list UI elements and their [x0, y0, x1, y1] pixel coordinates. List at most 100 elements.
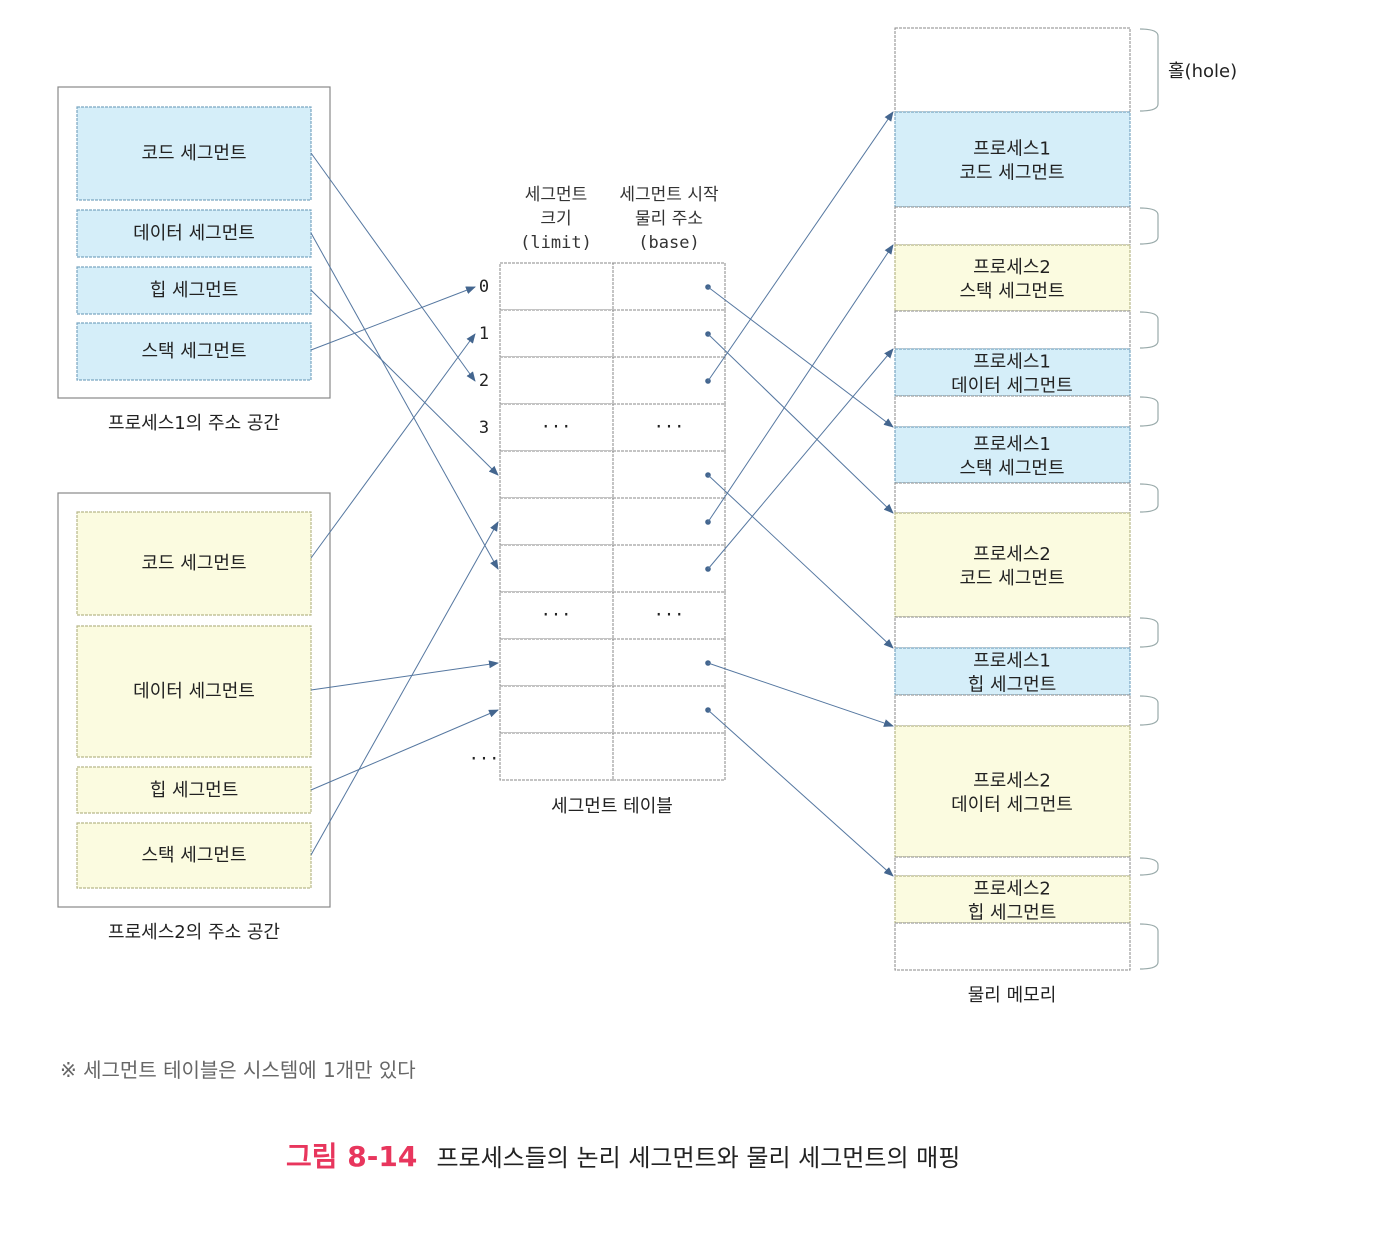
row-index-2: 2 — [479, 371, 489, 391]
hole-brace — [1139, 617, 1159, 648]
process2-title: 프로세스2의 주소 공간 — [108, 922, 280, 943]
memory-block-process: 프로세스1 — [973, 352, 1051, 373]
limit-cell — [499, 497, 614, 546]
memory-block-segment: 데이터 세그먼트 — [951, 376, 1073, 397]
hole-brace — [1139, 857, 1159, 876]
segment-table: 세그먼트 크기 (limit) 세그먼트 시작 물리 주소 (base) 0 1… — [469, 185, 726, 817]
memory-hole — [894, 395, 1131, 428]
caption-text: 프로세스들의 논리 세그먼트와 물리 세그먼트의 매핑 — [436, 1144, 960, 1172]
arrow-row-5-to-mem-1 — [707, 244, 894, 523]
hole-brace — [1139, 483, 1159, 513]
p2-code-segment — [76, 511, 312, 616]
base-cell — [612, 591, 726, 640]
memory-block — [894, 348, 1131, 397]
arrow-p1-heap-to-row-4 — [310, 289, 499, 476]
caption-number: 그림 8-14 — [286, 1140, 417, 1173]
arrow-row-8-to-mem-6 — [707, 662, 894, 727]
memory-hole — [894, 27, 1131, 113]
memory-hole — [894, 206, 1131, 246]
arrow-row-0-to-mem-3 — [707, 286, 894, 428]
p1-heap-segment — [76, 266, 312, 315]
p1-heap-label: 힙 세그먼트 — [150, 280, 239, 301]
arrow-p1-code-to-row-2 — [310, 152, 476, 382]
hole-label: 홀(hole) — [1168, 61, 1237, 82]
limit-cell — [499, 403, 614, 452]
process1-address-space: 코드 세그먼트 데이터 세그먼트 힙 세그먼트 스택 세그먼트 프로세스1의 주… — [57, 86, 331, 434]
memory-hole — [894, 856, 1131, 877]
arrow-row-1-to-mem-4 — [707, 333, 894, 514]
p1-data-label: 데이터 세그먼트 — [133, 223, 255, 244]
memory-hole — [894, 310, 1131, 350]
hole-brace — [1139, 396, 1159, 427]
base-cell — [612, 732, 726, 781]
memory-block-process: 프로세스2 — [973, 879, 1051, 900]
memory-block — [894, 647, 1131, 696]
hole-brace — [1139, 28, 1159, 112]
arrow-p2-heap-to-row-9 — [310, 709, 499, 791]
memory-block-segment: 데이터 세그먼트 — [951, 795, 1073, 816]
arrow-p2-stack-to-row-5 — [310, 521, 499, 856]
p1-stack-label: 스택 세그먼트 — [141, 341, 246, 362]
limit-cell — [499, 732, 614, 781]
limit-cell — [499, 685, 614, 734]
memory-block — [894, 725, 1131, 858]
limit-cell — [499, 544, 614, 593]
memory-block-process: 프로세스2 — [973, 544, 1051, 565]
memory-block-segment: 스택 세그먼트 — [959, 281, 1064, 302]
p2-data-segment — [76, 625, 312, 758]
footnote: ※ 세그먼트 테이블은 시스템에 1개만 있다 — [60, 1058, 416, 1082]
arrow-p1-data-to-row-6 — [310, 232, 499, 570]
limit-header-2: 크기 — [540, 209, 571, 229]
p1-data-segment — [76, 209, 312, 258]
row3-limit-ellipsis: ··· — [541, 417, 572, 437]
process1-title: 프로세스1의 주소 공간 — [108, 413, 280, 434]
base-header-2: 물리 주소 — [635, 209, 703, 229]
hole-brace — [1139, 207, 1159, 245]
p2-stack-segment — [76, 822, 312, 889]
more-rows-ellipsis: ··· — [469, 749, 500, 769]
memory-hole — [894, 694, 1131, 727]
arrow-row-4-to-mem-5 — [707, 474, 894, 649]
base-cell — [612, 403, 726, 452]
arrow-p1-stack-to-row-0 — [310, 286, 476, 351]
physical-memory-title: 물리 메모리 — [968, 985, 1057, 1006]
memory-block-process: 프로세스2 — [973, 257, 1051, 278]
limit-cell — [499, 262, 614, 311]
p1-code-segment — [76, 106, 312, 201]
p1-code-label: 코드 세그먼트 — [141, 143, 246, 164]
row-index-3: 3 — [479, 418, 489, 438]
caption: 그림 8-14 프로세스들의 논리 세그먼트와 물리 세그먼트의 매핑 — [286, 1140, 960, 1173]
memory-block-process: 프로세스1 — [973, 434, 1051, 455]
memory-block — [894, 875, 1131, 924]
memory-block-segment: 스택 세그먼트 — [959, 458, 1064, 479]
arrow-p2-code-to-row-1 — [310, 333, 476, 559]
arrow-row-6-to-mem-2 — [707, 348, 894, 570]
hole-brace — [1139, 923, 1159, 970]
row7-base-ellipsis: ··· — [654, 605, 685, 625]
row-index-1: 1 — [479, 324, 489, 344]
p2-heap-label: 힙 세그먼트 — [150, 780, 239, 801]
mapping-arrows — [310, 111, 894, 877]
limit-cell — [499, 356, 614, 405]
p1-stack-segment — [76, 322, 312, 381]
p2-stack-label: 스택 세그먼트 — [141, 845, 246, 866]
row-index-0: 0 — [479, 277, 489, 297]
limit-header-1: 세그먼트 — [525, 185, 588, 205]
arrow-row-2-to-mem-0 — [707, 111, 894, 382]
memory-hole — [894, 922, 1131, 971]
memory-block-process: 프로세스2 — [973, 771, 1051, 792]
memory-block — [894, 244, 1131, 312]
memory-block — [894, 426, 1131, 484]
memory-block — [894, 111, 1131, 208]
row7-limit-ellipsis: ··· — [541, 605, 572, 625]
memory-hole — [894, 482, 1131, 514]
segment-table-title: 세그먼트 테이블 — [551, 796, 673, 817]
limit-cell — [499, 591, 614, 640]
p2-code-label: 코드 세그먼트 — [141, 553, 246, 574]
memory-block — [894, 512, 1131, 618]
base-cell — [612, 544, 726, 593]
hole-brace — [1139, 695, 1159, 726]
memory-block-process: 프로세스1 — [973, 651, 1051, 672]
row3-base-ellipsis: ··· — [654, 417, 685, 437]
